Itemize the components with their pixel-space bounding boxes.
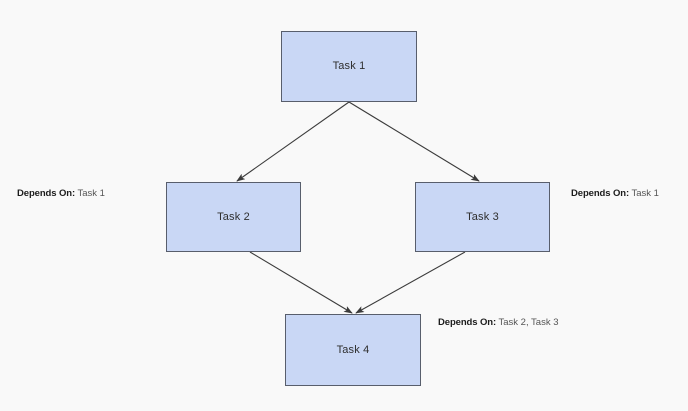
- depends-task2-key: Depends On:: [17, 188, 76, 199]
- node-label-task2: Task 2: [217, 210, 250, 223]
- edge-task1-task2: [236, 101, 350, 182]
- node-label-task3: Task 3: [466, 210, 499, 223]
- depends-task2-value: Task 1: [77, 188, 105, 199]
- depends-task3: Depends On: Task 1: [571, 189, 659, 199]
- depends-task3-key: Depends On:: [571, 188, 630, 199]
- node-task3[interactable]: Task 3: [415, 182, 550, 252]
- depends-task3-value: Task 1: [631, 188, 659, 199]
- edge-task3-task4: [355, 251, 466, 314]
- depends-task4: Depends On: Task 2, Task 3: [438, 318, 559, 328]
- node-label-task4: Task 4: [336, 343, 370, 356]
- node-task2[interactable]: Task 2: [166, 182, 301, 252]
- node-label-task1: Task 1: [332, 60, 366, 72]
- node-task4[interactable]: Task 4: [285, 314, 421, 386]
- edge-task1-task3: [348, 101, 480, 182]
- depends-task2: Depends On: Task 1: [17, 189, 105, 199]
- edge-task2-task4: [249, 251, 353, 314]
- node-task1[interactable]: Task 1: [281, 31, 417, 102]
- depends-task4-value: Task 2, Task 3: [498, 317, 559, 328]
- depends-task4-key: Depends On:: [438, 317, 497, 328]
